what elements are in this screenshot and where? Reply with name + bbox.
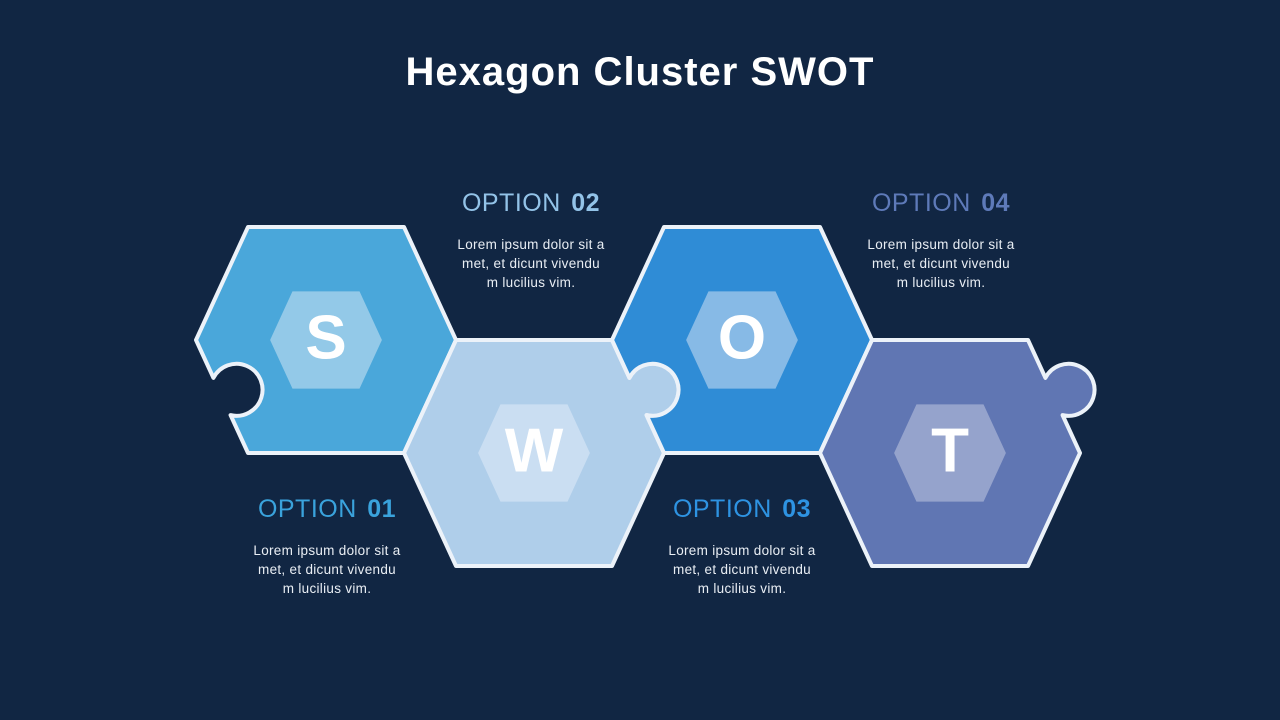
- option-label-prefix: OPTION: [461, 189, 561, 217]
- option-label-prefix: OPTION: [257, 495, 357, 523]
- description-line: m lucilius vim.: [896, 275, 986, 290]
- option-01-block: OPTION 01 Lorem ipsum dolor sit a met, e…: [172, 496, 482, 598]
- option-label-prefix: OPTION: [672, 495, 772, 523]
- option-04-description: Lorem ipsum dolor sit a met, et dicunt v…: [786, 235, 1096, 292]
- description-line: met, et dicunt vivendu: [462, 256, 600, 271]
- inner-hexagon: [686, 291, 798, 389]
- option-label-number: 04: [981, 189, 1011, 217]
- description-line: met, et dicunt vivendu: [673, 562, 811, 577]
- hexagon-letter-w: W: [505, 417, 564, 486]
- option-02-description: Lorem ipsum dolor sit a met, et dicunt v…: [376, 235, 686, 292]
- option-label-number: 02: [571, 189, 601, 217]
- description-line: Lorem ipsum dolor sit a: [253, 543, 401, 558]
- inner-hexagon: [478, 404, 590, 502]
- option-label-number: 03: [782, 495, 812, 523]
- hexagon-piece-s: S: [194, 225, 458, 455]
- option-04-block: OPTION 04 Lorem ipsum dolor sit a met, e…: [786, 190, 1096, 292]
- option-04-label: OPTION 04: [786, 190, 1096, 216]
- option-label-number: 01: [367, 495, 397, 523]
- page-title: Hexagon Cluster SWOT: [405, 50, 875, 94]
- description-line: m lucilius vim.: [486, 275, 576, 290]
- description-line: met, et dicunt vivendu: [258, 562, 396, 577]
- inner-hexagon: [270, 291, 382, 389]
- option-03-block: OPTION 03 Lorem ipsum dolor sit a met, e…: [587, 496, 897, 598]
- description-line: met, et dicunt vivendu: [872, 256, 1010, 271]
- description-line: Lorem ipsum dolor sit a: [457, 237, 605, 252]
- hexagon-piece-t: T: [818, 338, 1097, 568]
- option-label-prefix: OPTION: [871, 189, 971, 217]
- option-01-label: OPTION 01: [172, 496, 482, 522]
- description-line: m lucilius vim.: [282, 581, 372, 596]
- option-03-label: OPTION 03: [587, 496, 897, 522]
- option-03-description: Lorem ipsum dolor sit a met, et dicunt v…: [587, 541, 897, 598]
- option-02-block: OPTION 02 Lorem ipsum dolor sit a met, e…: [376, 190, 686, 292]
- hexagon-letter-o: O: [718, 304, 766, 373]
- description-line: Lorem ipsum dolor sit a: [668, 543, 816, 558]
- description-line: Lorem ipsum dolor sit a: [867, 237, 1015, 252]
- hexagon-letter-t: T: [931, 417, 969, 486]
- inner-hexagon: [894, 404, 1006, 502]
- description-line: m lucilius vim.: [697, 581, 787, 596]
- option-01-description: Lorem ipsum dolor sit a met, et dicunt v…: [172, 541, 482, 598]
- hexagon-letter-s: S: [305, 304, 346, 373]
- hexagon-piece-o: O: [610, 225, 874, 455]
- option-02-label: OPTION 02: [376, 190, 686, 216]
